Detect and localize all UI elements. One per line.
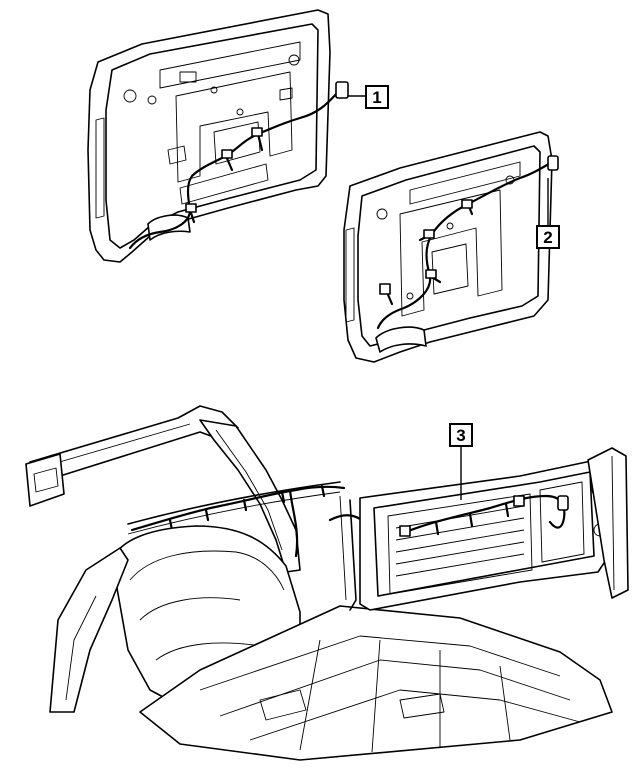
rear-door-panel xyxy=(343,131,559,363)
callout-2-box xyxy=(536,225,560,249)
callout-2: 2 xyxy=(536,225,560,249)
rear-body-assembly xyxy=(25,405,629,761)
callout-3-label: 3 xyxy=(456,426,465,445)
callout-2-label: 2 xyxy=(543,228,552,247)
callout-1: 1 xyxy=(365,85,389,109)
callout-1-box xyxy=(365,85,389,109)
callout-1-label: 1 xyxy=(372,88,381,107)
front-door-panel xyxy=(87,9,349,263)
callout-3-box xyxy=(449,423,473,447)
callout-3: 3 xyxy=(449,423,473,447)
